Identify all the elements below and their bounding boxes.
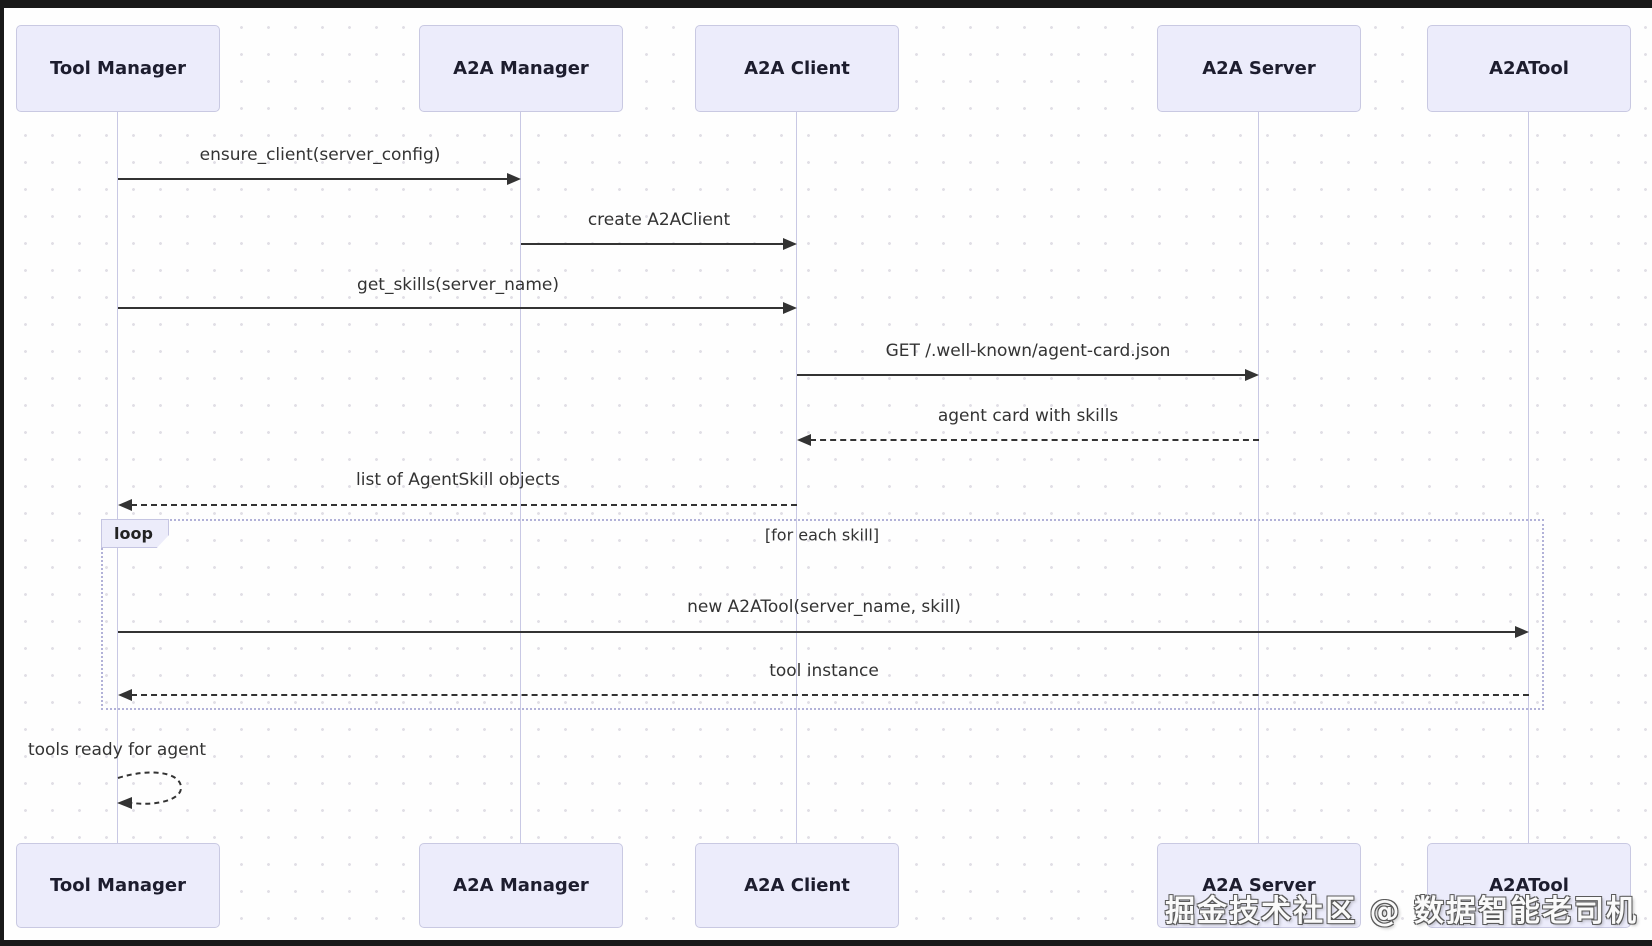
frame-bottom-bar — [0, 940, 1652, 946]
message-arrow-get-agent-card — [797, 374, 1247, 376]
frame-top-bar — [0, 0, 1652, 8]
message-label-tools-ready: tools ready for agent — [27, 740, 207, 760]
loop-label: loop — [101, 519, 169, 548]
lifeline-tool-manager — [117, 112, 118, 843]
actor-top-a2a-manager: A2A Manager — [419, 25, 623, 112]
arrowhead-icon — [783, 302, 797, 314]
actor-label: Tool Manager — [49, 58, 187, 79]
actor-bottom-tool-manager: Tool Manager — [16, 843, 220, 928]
watermark: 掘金技术社区 @ 数据智能老司机 — [1165, 894, 1638, 929]
actor-label: A2A Manager — [453, 875, 589, 896]
arrowhead-icon — [783, 238, 797, 250]
actor-label: A2A Client — [744, 58, 850, 79]
actor-top-a2a-client: A2A Client — [695, 25, 899, 112]
message-label-ensure-client: ensure_client(server_config) — [199, 145, 441, 165]
actor-label: A2A Server — [1202, 875, 1316, 896]
frame-left-bar — [0, 0, 4, 946]
actor-label: A2ATool — [1489, 58, 1569, 79]
self-message-curve — [117, 771, 183, 809]
message-arrow-get-skills — [118, 307, 785, 309]
message-arrow-create-client — [521, 243, 785, 245]
actor-label: A2A Manager — [453, 58, 589, 79]
message-label-agent-card-skills: agent card with skills — [937, 406, 1119, 426]
actor-label: Tool Manager — [49, 875, 187, 896]
actor-label: A2ATool — [1489, 875, 1569, 896]
loop-label-text: loop — [114, 524, 153, 543]
message-label-create-client: create A2AClient — [587, 210, 731, 230]
actor-label: A2A Client — [744, 875, 850, 896]
arrowhead-icon — [507, 173, 521, 185]
arrowhead-icon — [1515, 626, 1529, 638]
message-label-get-agent-card: GET /.well-known/agent-card.json — [885, 341, 1171, 361]
message-arrow-new-a2atool — [118, 631, 1517, 633]
actor-bottom-a2a-tool: A2ATool — [1427, 843, 1631, 928]
arrowhead-icon — [118, 499, 132, 511]
actor-bottom-a2a-client: A2A Client — [695, 843, 899, 928]
loop-condition: [for each skill] — [764, 525, 880, 545]
message-arrow-tool-instance — [131, 694, 1529, 696]
lifeline-a2a-tool — [1528, 112, 1529, 843]
actor-bottom-a2a-manager: A2A Manager — [419, 843, 623, 928]
actor-top-tool-manager: Tool Manager — [16, 25, 220, 112]
arrowhead-icon — [1245, 369, 1259, 381]
message-label-tool-instance: tool instance — [769, 661, 879, 681]
message-arrow-ensure-client — [118, 178, 509, 180]
lifeline-a2a-client — [796, 112, 797, 843]
message-arrow-agent-card-skills — [810, 439, 1259, 441]
message-label-agentskill-list: list of AgentSkill objects — [356, 470, 560, 490]
actor-label: A2A Server — [1202, 58, 1316, 79]
message-label-new-a2atool: new A2ATool(server_name, skill) — [687, 597, 961, 617]
lifeline-a2a-manager — [520, 112, 521, 843]
message-label-get-skills: get_skills(server_name) — [357, 275, 559, 295]
actor-top-a2a-server: A2A Server — [1157, 25, 1361, 112]
actor-top-a2a-tool: A2ATool — [1427, 25, 1631, 112]
arrowhead-icon — [117, 797, 132, 809]
loop-frame — [101, 519, 1544, 710]
arrowhead-icon — [118, 689, 132, 701]
lifeline-a2a-server — [1258, 112, 1259, 843]
actor-bottom-a2a-server: A2A Server — [1157, 843, 1361, 928]
arrowhead-icon — [797, 434, 811, 446]
message-arrow-agentskill-list — [131, 504, 797, 506]
